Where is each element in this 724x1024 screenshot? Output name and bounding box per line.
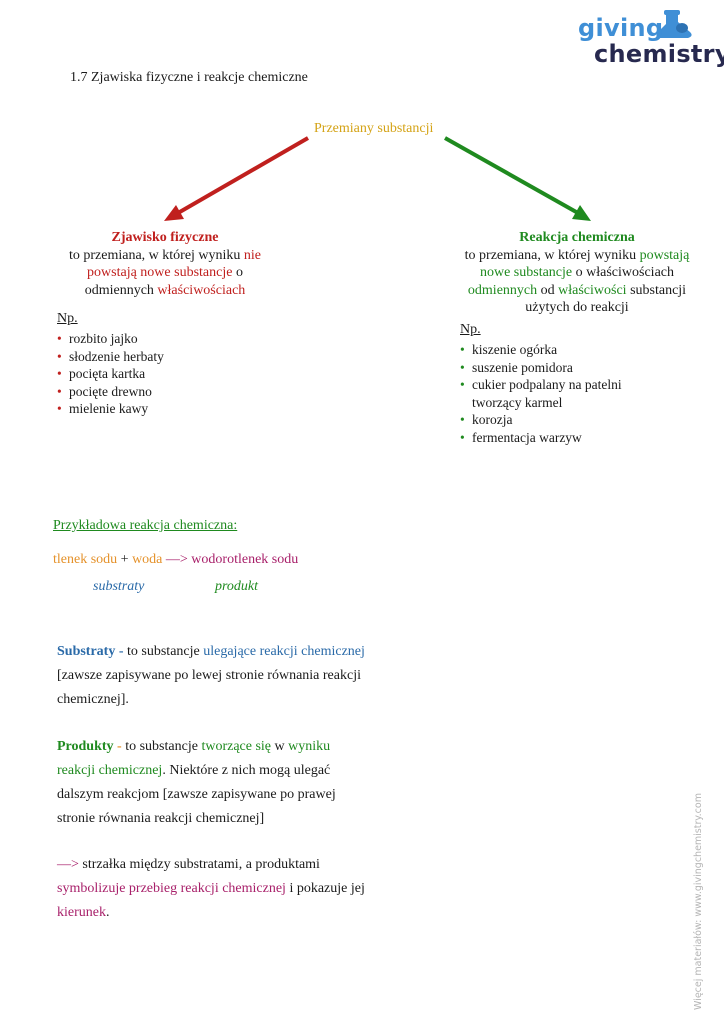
list-item: • fermentacja warzyw xyxy=(460,429,640,447)
text: [zawsze zapisywane po lewej stronie równ… xyxy=(57,668,361,707)
physical-examples-list: • rozbito jajko • słodzenie herbaty • pocię… xyxy=(57,330,164,418)
def-highlight: powstają nowe substancje xyxy=(479,247,690,281)
list-item: • kiszenie ogórka xyxy=(460,341,640,359)
list-item: • mielenie kawy xyxy=(57,400,164,418)
text: w xyxy=(271,739,289,754)
list-item-text: suszenie pomidora xyxy=(472,359,573,375)
bullet-icon: • xyxy=(57,331,62,346)
list-item: • słodzenie herbaty xyxy=(57,348,164,366)
physical-change-definition: to przemiana, w której wyniku nie powsta… xyxy=(60,247,270,300)
reaction-arrow: —> xyxy=(162,552,192,567)
list-item-text: korozja xyxy=(472,412,513,427)
def-highlight: nie powstają nowe substancje xyxy=(87,247,262,281)
bullet-icon: • xyxy=(460,359,465,375)
list-item-text: mielenie kawy xyxy=(69,401,149,416)
product-label: produkt xyxy=(215,579,259,594)
giving-chemistry-logo xyxy=(656,10,692,38)
list-item: • pocięte drewno xyxy=(57,383,164,401)
physical-change-box: Zjawisko fizyczne to przemiana, w której… xyxy=(60,229,270,299)
text: to substancje xyxy=(123,644,204,659)
diagram-arrows xyxy=(164,136,591,221)
def-text: o odmiennych xyxy=(84,265,243,298)
def-text: to przemiana, w której wyniku xyxy=(464,247,640,263)
text: strzałka między substratami, a produktam… xyxy=(78,857,320,872)
bullet-icon: • xyxy=(460,377,465,392)
examples-label: Np. xyxy=(57,311,78,326)
highlight: ulegające reakcji chemicznej xyxy=(203,644,365,659)
flask-icon xyxy=(656,10,692,38)
term: Substraty - xyxy=(57,644,124,659)
list-item: • suszenie pomidora xyxy=(460,359,640,377)
example-reaction-title: Przykładowa reakcja chemiczna: xyxy=(53,518,238,533)
reaction-equation: tlenek sodu + woda —> wodorotlenek sodu xyxy=(53,552,298,568)
examples-label: Np. xyxy=(460,322,481,337)
text: i pokazuje jej xyxy=(285,881,365,896)
def-text: o właściwościach xyxy=(572,265,674,280)
product: wodorotlenek sodu xyxy=(191,552,299,567)
list-item-text: fermentacja warzyw xyxy=(472,429,582,445)
highlight: symbolizuje przebieg reakcji chemicznej xyxy=(57,881,286,896)
chemical-examples-list: • kiszenie ogórka • suszenie pomidora • cuk… xyxy=(460,341,640,446)
bullet-icon: • xyxy=(57,348,62,364)
highlight: kierunek xyxy=(57,905,106,920)
products-definition: Produkty - to substancje tworzące się w … xyxy=(57,735,367,831)
substrates-label: substraty xyxy=(93,579,145,594)
reactant-2: woda xyxy=(132,552,163,567)
highlight: wyniku reakcji chemicznej xyxy=(57,739,331,778)
physical-change-heading: Zjawisko fizyczne xyxy=(111,230,219,245)
def-highlight: odmiennych xyxy=(467,282,538,298)
bullet-icon: • xyxy=(57,383,62,399)
term: Produkty xyxy=(57,739,114,754)
text: to substancje xyxy=(121,739,202,754)
def-highlight: właściwości xyxy=(558,282,627,298)
list-item: • korozja xyxy=(460,411,640,429)
highlight: tworzące się xyxy=(201,739,272,754)
chemical-reaction-heading: Reakcja chemiczna xyxy=(519,230,635,245)
bullet-icon: • xyxy=(57,401,62,416)
substrates-definition: Substraty - to substancje ulegające reak… xyxy=(57,640,367,712)
bullet-icon: • xyxy=(460,412,465,427)
list-item: • cukier podpalany na patelni tworzący ka… xyxy=(460,376,640,411)
chemical-reaction-definition: to przemiana, w której wyniku powstają n… xyxy=(454,247,700,317)
transformations-label: Przemiany substancji xyxy=(314,121,434,136)
logo-text-giving: giving xyxy=(578,14,664,42)
logo-text-chemistry: chemistry xyxy=(594,40,724,68)
def-text: substancji użytych do reakcji xyxy=(525,282,687,316)
def-text: to przemiana, w której wyniku xyxy=(68,247,244,263)
list-item-text: cukier podpalany na patelni tworzący kar… xyxy=(472,377,622,410)
page-title: 1.7 Zjawiska fizyczne i reakcje chemiczn… xyxy=(70,70,308,85)
def-highlight: właściwościach xyxy=(157,282,246,298)
list-item: • pocięta kartka xyxy=(57,365,164,383)
reactant-1: tlenek sodu xyxy=(53,552,118,567)
watermark: Więcej materiałów: www.givingchemistry.c… xyxy=(693,793,704,1010)
list-item-text: rozbito jajko xyxy=(69,331,138,346)
bullet-icon: • xyxy=(57,366,62,381)
arrow-left-icon xyxy=(164,136,309,221)
bullet-icon: • xyxy=(460,429,465,445)
text: . Niektóre z nich mogą ulegać dalszym re… xyxy=(57,763,336,826)
dash: - xyxy=(113,739,122,754)
list-item-text: słodzenie herbaty xyxy=(69,348,164,364)
list-item-text: pocięte drewno xyxy=(69,383,152,399)
arrow-symbol: —> xyxy=(57,857,79,872)
list-item-text: kiszenie ogórka xyxy=(472,342,558,357)
chemical-reaction-box: Reakcja chemiczna to przemiana, w której… xyxy=(454,229,700,317)
arrow-definition: —> strzałka między substratami, a produk… xyxy=(57,853,367,925)
list-item-text: pocięta kartka xyxy=(69,366,146,381)
plus-sign: + xyxy=(117,552,133,567)
bullet-icon: • xyxy=(460,342,465,357)
arrow-right-icon xyxy=(444,136,591,221)
def-text: od xyxy=(537,282,559,298)
text: . xyxy=(105,905,110,920)
list-item: • rozbito jajko xyxy=(57,330,164,348)
